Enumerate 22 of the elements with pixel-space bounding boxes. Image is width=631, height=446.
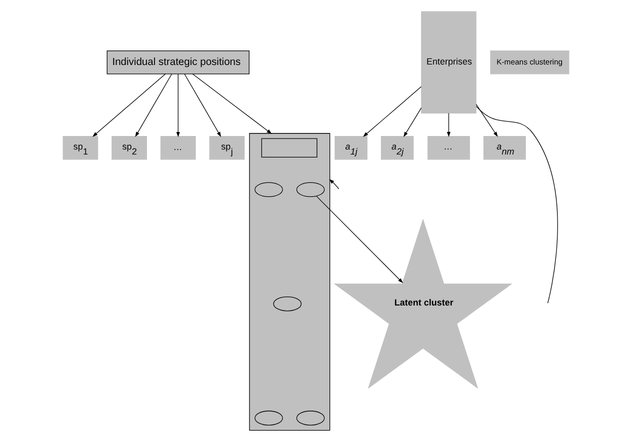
node-box: …	[427, 135, 470, 160]
cluster	[248, 132, 330, 430]
node-box: Enterprises	[420, 10, 476, 113]
node-ellipse	[254, 182, 282, 196]
connector	[475, 106, 558, 303]
arrow	[134, 73, 172, 137]
node-ellipse	[254, 410, 282, 425]
arrow	[316, 196, 403, 283]
arrow	[475, 104, 498, 136]
node-box: Individual strategic positions	[106, 50, 249, 74]
node-ellipse	[296, 182, 324, 196]
node-ellipse	[272, 296, 302, 311]
node-ellipse	[296, 410, 324, 425]
arrow	[446, 112, 450, 137]
arrow	[176, 73, 180, 137]
arrow	[92, 73, 166, 136]
arrow	[362, 86, 422, 136]
arrow	[184, 73, 221, 137]
node-box: …	[160, 135, 196, 160]
node-box	[260, 138, 317, 157]
arrow	[403, 106, 422, 137]
arrow	[192, 73, 272, 134]
